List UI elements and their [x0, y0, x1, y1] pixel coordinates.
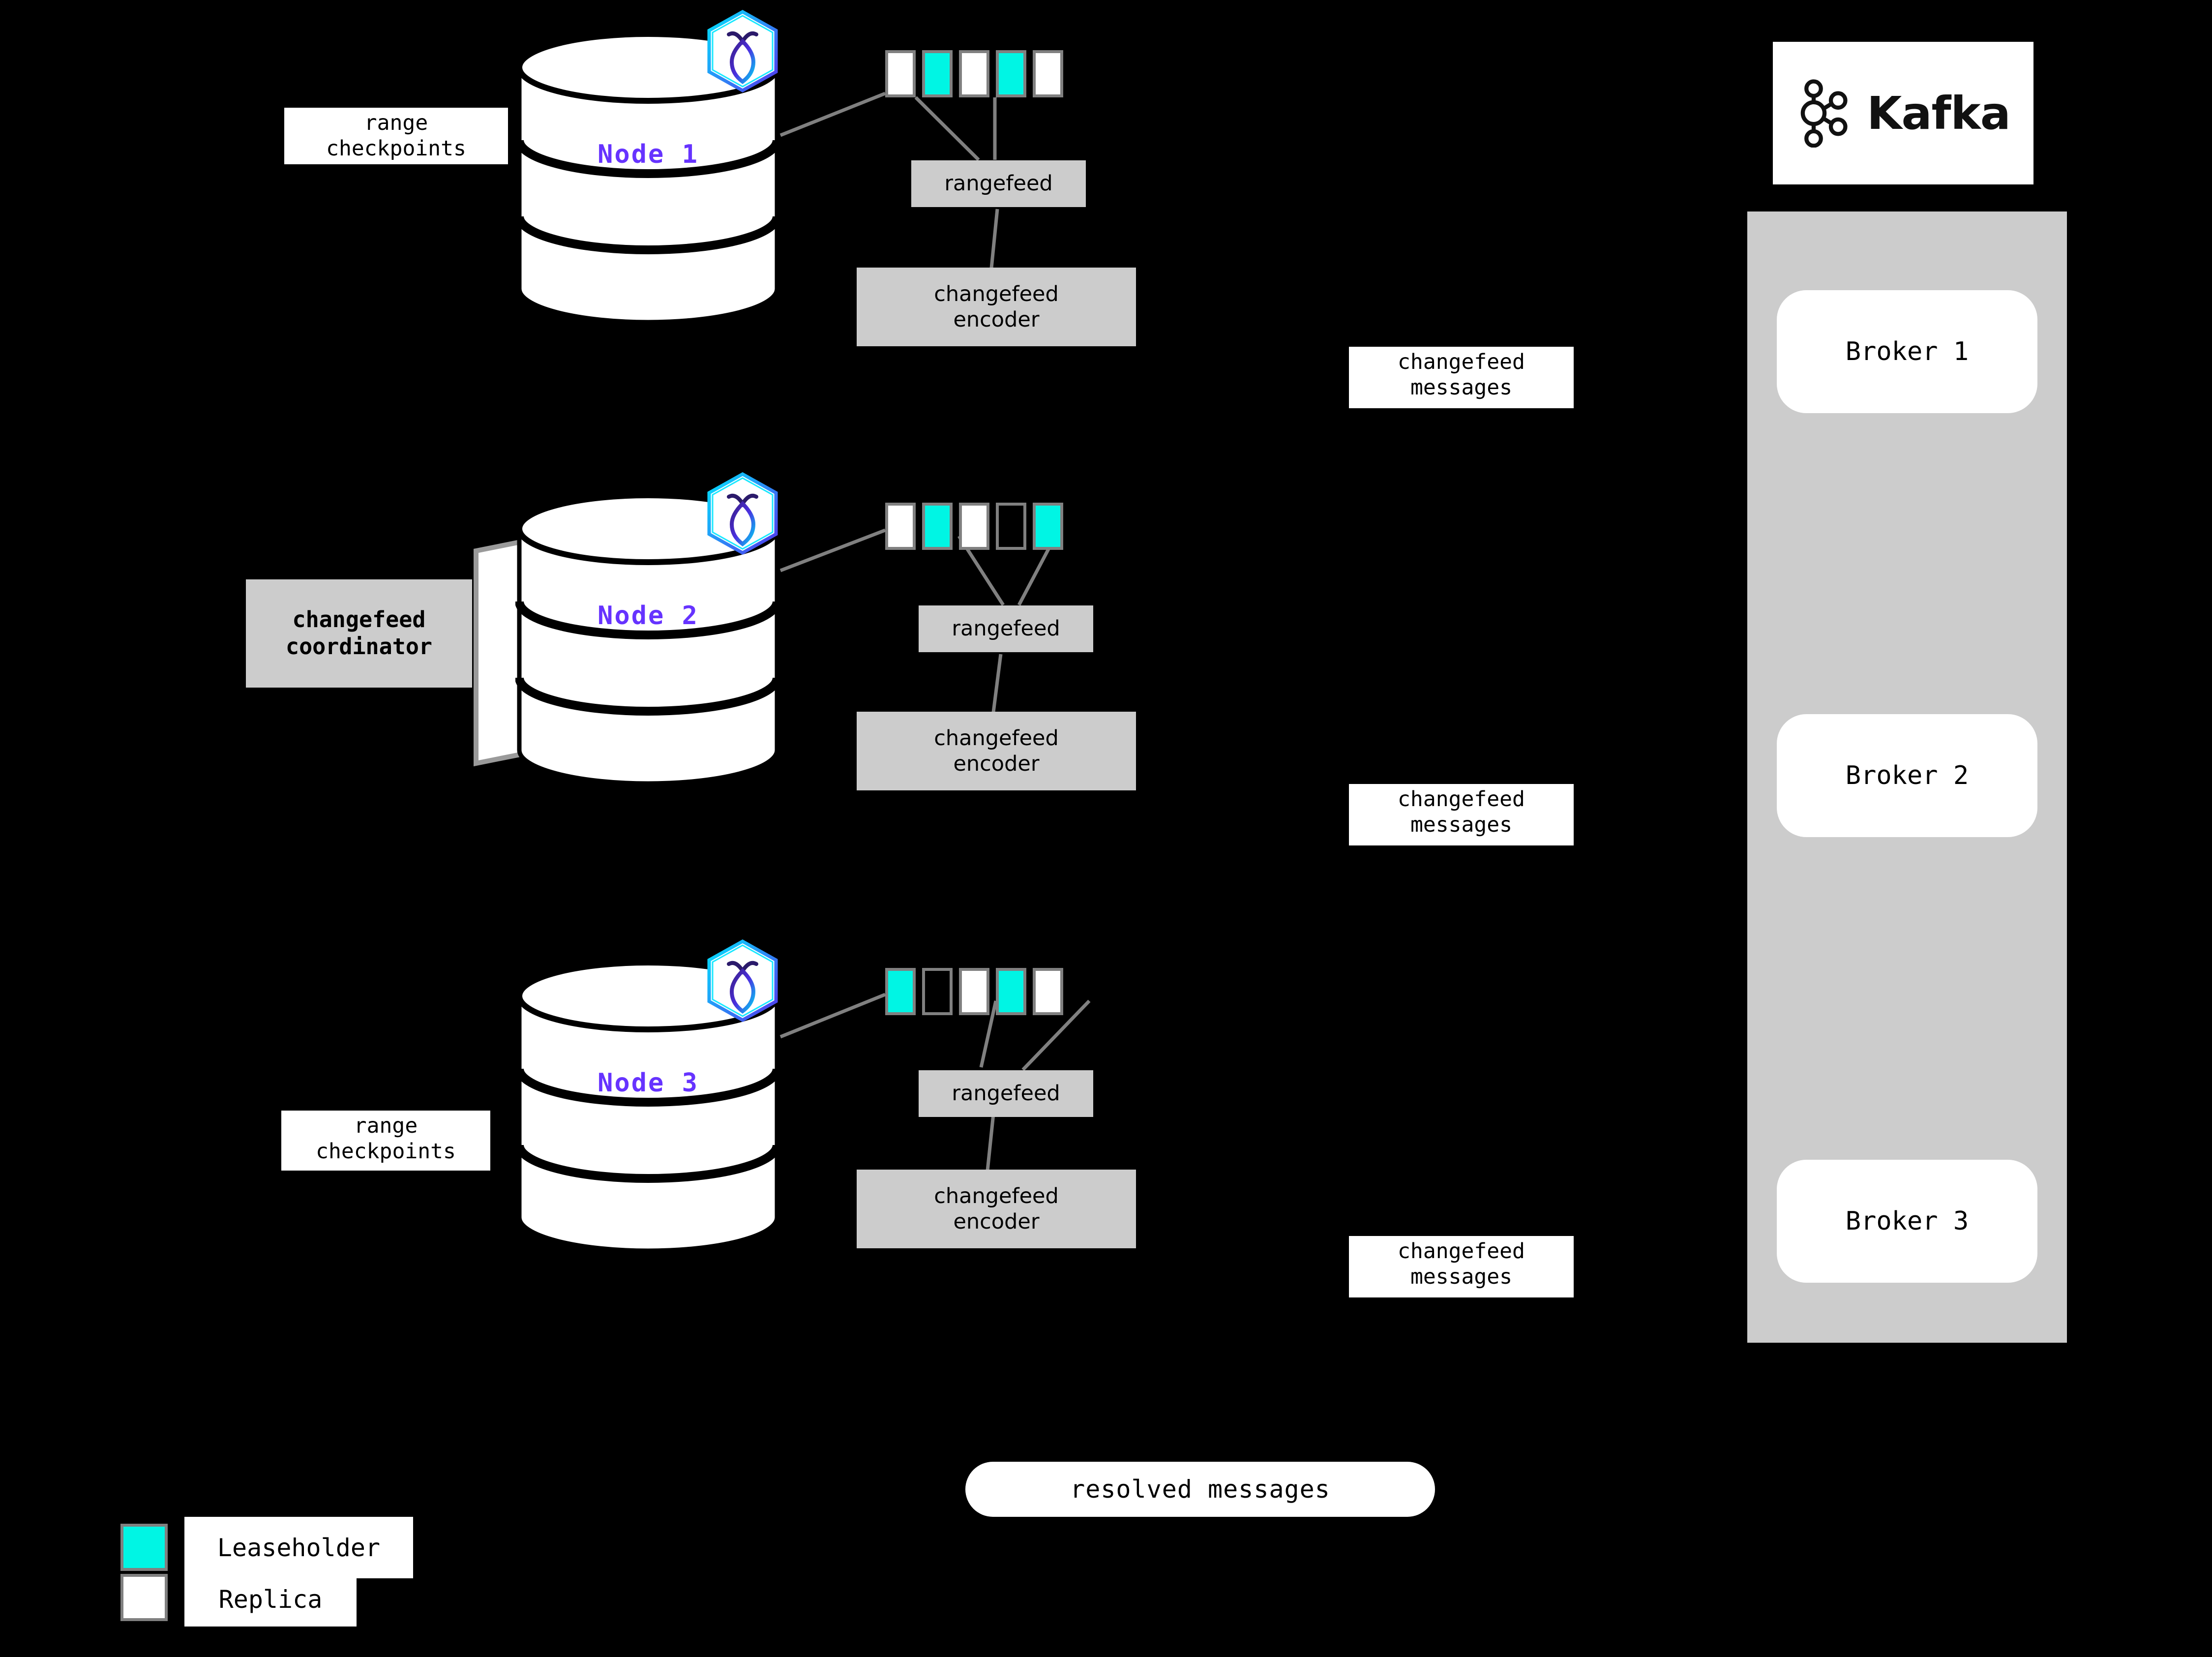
encoder-line1: changefeed: [934, 1183, 1059, 1208]
broker-2-box[interactable]: Broker 2: [1777, 714, 2037, 837]
node-3-rangefeed-box[interactable]: rangefeed: [919, 1070, 1093, 1117]
cockroachdb-logo-icon: [703, 471, 782, 556]
kafka-broker-panel: Broker 1 Broker 2 Broker 3: [1747, 211, 2067, 1343]
kafka-logo-card: Kafka: [1773, 42, 2033, 184]
range-checkpoints-line1: range: [364, 111, 428, 135]
range-leaseholder[interactable]: [1033, 503, 1063, 550]
node-1-rangefeed-box[interactable]: rangefeed: [911, 160, 1086, 207]
range-leaseholder[interactable]: [922, 503, 953, 550]
encoder-line1: changefeed: [934, 725, 1059, 751]
changefeed-messages-line1: changefeed: [1398, 787, 1525, 812]
changefeed-coordinator-box[interactable]: changefeed coordinator: [246, 579, 472, 688]
range-leaseholder[interactable]: [885, 968, 916, 1015]
range-replica[interactable]: [959, 503, 989, 550]
range-leaseholder[interactable]: [922, 50, 953, 97]
kafka-inbound-arrow: [2067, 973, 2090, 990]
encoder-line2: encoder: [953, 752, 1040, 776]
changefeed-messages-label-1: changefeed messages: [1349, 347, 1574, 408]
range-empty[interactable]: [996, 503, 1026, 550]
range-checkpoints-line2: checkpoints: [316, 1139, 456, 1164]
range-replica[interactable]: [885, 50, 916, 97]
node-1-label: Node 1: [598, 140, 699, 169]
node-3-changefeed-encoder-box[interactable]: changefeed encoder: [857, 1170, 1136, 1248]
legend-swatch-replica: [120, 1574, 168, 1621]
encoder-line1: changefeed: [934, 281, 1059, 306]
changefeed-messages-line2: messages: [1410, 1265, 1513, 1289]
node-3-range-checkpoints-label: range checkpoints: [281, 1111, 490, 1171]
broker-1-box[interactable]: Broker 1: [1777, 290, 2037, 413]
node-3-label: Node 3: [598, 1068, 699, 1098]
node-1-range-row: [885, 50, 1063, 97]
range-checkpoints-line2: checkpoints: [326, 136, 466, 161]
changefeed-messages-label-3: changefeed messages: [1349, 1236, 1574, 1297]
node-2-changefeed-encoder-box[interactable]: changefeed encoder: [857, 712, 1136, 790]
node-2-cylinder: Node 2: [515, 492, 781, 787]
coordinator-line1: changefeed: [292, 606, 426, 633]
changefeed-messages-line1: changefeed: [1398, 1239, 1525, 1264]
range-replica[interactable]: [959, 50, 989, 97]
node-1-range-checkpoints-label: range checkpoints: [284, 108, 508, 164]
changefeed-messages-label-2: changefeed messages: [1349, 784, 1574, 845]
cockroachdb-logo-icon: [703, 938, 782, 1023]
node-3-range-row: [885, 968, 1063, 1015]
node-1-changefeed-encoder-box[interactable]: changefeed encoder: [857, 268, 1136, 346]
node-2-label: Node 2: [598, 601, 699, 631]
node-2-rangefeed-box[interactable]: rangefeed: [919, 605, 1093, 652]
changefeed-messages-line1: changefeed: [1398, 350, 1525, 374]
legend-swatch-leaseholder: [120, 1524, 168, 1571]
range-empty[interactable]: [922, 968, 953, 1015]
kafka-wordmark: Kafka: [1867, 87, 2011, 140]
range-replica[interactable]: [885, 503, 916, 550]
range-checkpoints-line1: range: [354, 1114, 418, 1138]
encoder-line2: encoder: [953, 1209, 1040, 1234]
range-replica[interactable]: [959, 968, 989, 1015]
legend-label-leaseholder: Leaseholder: [184, 1517, 413, 1578]
legend-label-replica: Replica: [184, 1572, 357, 1627]
range-leaseholder[interactable]: [996, 968, 1026, 1015]
broker-3-box[interactable]: Broker 3: [1777, 1160, 2037, 1283]
changefeed-messages-line2: messages: [1410, 813, 1513, 837]
range-leaseholder[interactable]: [996, 50, 1026, 97]
node-2-range-row: [885, 503, 1063, 550]
kafka-logo-icon: [1796, 79, 1854, 148]
range-replica[interactable]: [1033, 50, 1063, 97]
encoder-line2: encoder: [953, 307, 1040, 332]
range-replica[interactable]: [1033, 968, 1063, 1015]
resolved-messages-pill[interactable]: resolved messages: [965, 1462, 1435, 1517]
node-3-cylinder: Node 3: [515, 959, 781, 1254]
coordinator-line2: coordinator: [285, 633, 432, 660]
changefeed-messages-line2: messages: [1410, 375, 1513, 400]
cockroachdb-logo-icon: [703, 9, 782, 93]
